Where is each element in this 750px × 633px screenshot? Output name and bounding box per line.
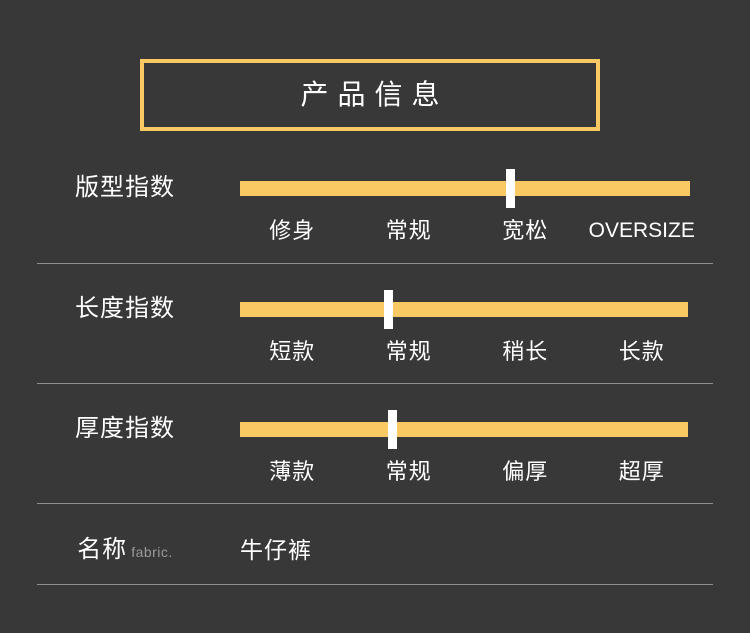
spec-label-length: 长度指数 [75, 295, 175, 322]
spec-option-length-3[interactable]: 长款 [618, 339, 665, 364]
page-title-box: 产品信息 [140, 59, 600, 131]
spec-options-length: 短款 常规 稍长 长款 [234, 338, 700, 366]
spec-option-thickness-3[interactable]: 超厚 [618, 459, 665, 484]
spec-option-fit-3[interactable]: OVERSIZE [588, 219, 695, 242]
spec-row-fit: 版型指数 修身 常规 宽松 OVERSIZE [0, 160, 750, 280]
spec-label-name: 名称 [77, 536, 128, 563]
divider-3 [37, 503, 713, 504]
spec-slider-thumb-length[interactable] [383, 290, 393, 329]
spec-row-length: 长度指数 短款 常规 稍长 长款 [0, 281, 750, 401]
spec-options-fit: 修身 常规 宽松 OVERSIZE [234, 217, 700, 245]
spec-option-length-2[interactable]: 稍长 [502, 339, 549, 364]
spec-slider-length[interactable] [240, 290, 688, 329]
spec-option-length-1[interactable]: 常规 [385, 339, 432, 364]
spec-label-fit: 版型指数 [75, 174, 175, 201]
page-title: 产品信息 [300, 79, 449, 110]
divider-1 [37, 263, 713, 264]
spec-slider-thickness[interactable] [240, 410, 688, 449]
spec-row-thickness: 厚度指数 薄款 常规 偏厚 超厚 [0, 401, 750, 521]
spec-slider-thumb-thickness[interactable] [388, 410, 398, 449]
spec-slider-thumb-fit[interactable] [506, 169, 515, 208]
spec-option-fit-0[interactable]: 修身 [269, 218, 316, 243]
spec-option-fit-1[interactable]: 常规 [385, 218, 432, 243]
spec-options-thickness: 薄款 常规 偏厚 超厚 [234, 458, 700, 486]
spec-option-length-0[interactable]: 短款 [269, 339, 316, 364]
spec-option-thickness-1[interactable]: 常规 [385, 459, 432, 484]
divider-4 [37, 584, 713, 585]
divider-2 [37, 383, 713, 384]
spec-slider-fit[interactable] [240, 169, 690, 208]
spec-sublabel-name: fabric. [131, 544, 173, 560]
spec-value-name: 牛仔裤 [240, 537, 312, 563]
spec-option-thickness-2[interactable]: 偏厚 [502, 459, 549, 484]
spec-label-thickness: 厚度指数 [75, 415, 175, 442]
spec-option-fit-2[interactable]: 宽松 [502, 218, 549, 243]
spec-option-thickness-0[interactable]: 薄款 [269, 459, 316, 484]
